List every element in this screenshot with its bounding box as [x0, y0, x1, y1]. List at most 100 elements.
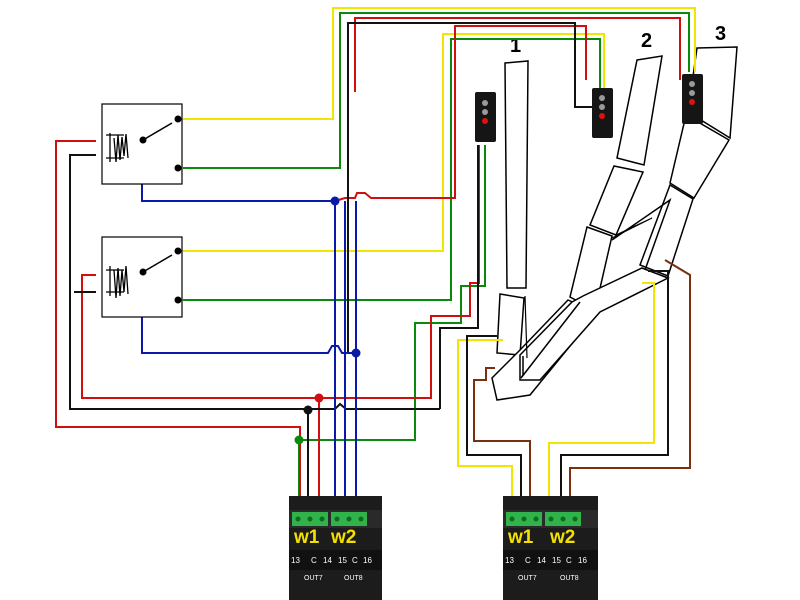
signal-1-body [475, 92, 496, 142]
decoder-1-pin-15: 15 [338, 556, 347, 565]
red-wire-signal3 [354, 17, 681, 92]
signal-track-2 [592, 88, 613, 138]
junction-dots [294, 196, 361, 445]
black-wire-segment [308, 402, 440, 410]
relay-2-contact-nc [174, 296, 182, 304]
decoder-2-screw-3 [533, 516, 539, 522]
decoder-2-w1-label: w1 [507, 527, 534, 548]
decoder-2-screw-4 [548, 516, 554, 522]
red-wire-relay-loop [81, 274, 319, 399]
decoder-2-screw-1 [509, 516, 515, 522]
relay-2-coil [106, 265, 129, 299]
decoder-1-screw-5 [346, 516, 352, 522]
signal-2-lamp-mid [599, 104, 605, 110]
decoder-1-out8-label: OUT8 [344, 575, 363, 582]
relay-2-switch-arm [142, 254, 173, 273]
signal-1-lamp-mid [482, 109, 488, 115]
track-3-piece-b [669, 113, 731, 200]
decoder-1-screw-4 [334, 516, 340, 522]
brown-wire-decoder-w1 [473, 367, 531, 510]
relay-2-box [101, 236, 183, 318]
turnout-point-lines-2 [611, 198, 672, 271]
track-label-3: 3 [715, 23, 726, 45]
signal-1-lamp-red [482, 118, 488, 124]
black-wire-relay1 [69, 154, 309, 510]
relay-2-pivot [139, 268, 147, 276]
wires [55, 7, 696, 510]
signal-2-body [592, 88, 613, 138]
decoder-1-pin-c2: C [352, 556, 358, 565]
track-label-2: 2 [641, 30, 652, 52]
signal-3-body [682, 74, 703, 124]
decoder-2-pin-row [503, 550, 598, 570]
decoder-1-screw-6 [358, 516, 364, 522]
relay-1-box [101, 103, 183, 185]
decoder-1-screw-3 [319, 516, 325, 522]
track-layout: 1 2 3 [491, 23, 738, 401]
signal-track-1 [475, 92, 496, 142]
decoder-2-screw-6 [572, 516, 578, 522]
green-junction-dot [294, 435, 304, 445]
black-wire-signal1 [439, 145, 479, 409]
signal-track-3 [682, 74, 703, 124]
decoder-2: w1 w2 13 C 14 15 C 16 OUT7 OUT8 [503, 496, 598, 600]
decoder-2-out7-label: OUT7 [518, 575, 537, 582]
decoder-1-pin-row [289, 550, 382, 570]
decoder-1: w1 w2 13 C 14 15 C 16 OUT7 OUT8 [289, 496, 382, 600]
red-wire-left-loop [55, 140, 301, 510]
decoder-1-w2-label: w2 [330, 527, 356, 548]
yellow-wire-decoder-w1 [457, 339, 513, 510]
relay-1-pivot [139, 136, 147, 144]
yellow-wire-relay2 [183, 33, 605, 252]
track-label-1: 1 [510, 35, 521, 57]
decoder-2-w2-label: w2 [549, 527, 575, 548]
brown-wire-decoder-w2 [569, 259, 691, 510]
decoder-2-pin-13: 13 [505, 556, 514, 565]
black-wire-decoder2-left [466, 335, 522, 510]
decoder-1-pin-13: 13 [291, 556, 300, 565]
decoder-1-w1-label: w1 [293, 527, 320, 548]
signal-2-lamp-top [599, 95, 605, 101]
decoder-1-out7-label: OUT7 [304, 575, 323, 582]
decoder-1-pin-16: 16 [363, 556, 372, 565]
decoder-1-pin-c1: C [311, 556, 317, 565]
black-wire-signal-top [347, 22, 597, 352]
red-wire-relay1-common [334, 25, 587, 202]
decoder-1-screw-2 [307, 516, 313, 522]
track-1-upper [504, 60, 529, 289]
blue-wire-relay1 [141, 140, 336, 510]
signal-3-lamp-top [689, 81, 695, 87]
decoder-2-pin-14: 14 [537, 556, 546, 565]
relay-1-switch-arm [142, 122, 173, 141]
blue-junction-dot-2 [351, 348, 361, 358]
turnout-point-lines [520, 301, 581, 379]
signal-3-lamp-mid [689, 90, 695, 96]
green-wire-relay1 [183, 12, 690, 169]
relay-1-contact-nc [174, 164, 182, 172]
relay-2 [101, 236, 183, 318]
turnout-inner-line [611, 217, 653, 239]
track-1-joint [524, 295, 528, 359]
relay-1-coil [106, 133, 129, 163]
red-junction-dot [314, 393, 324, 403]
green-wire-relay2 [183, 38, 601, 301]
signal-2-lamp-red [599, 113, 605, 119]
relay-1 [101, 103, 183, 185]
blue-wire-relay2 [141, 272, 356, 354]
yellow-wire-decoder-w2 [548, 282, 655, 510]
relay-2-contact-no [174, 247, 182, 255]
decoder-2-pin-16: 16 [578, 556, 587, 565]
signal-3-lamp-red [689, 99, 695, 105]
decoder-2-pin-15: 15 [552, 556, 561, 565]
track-1-lower [496, 293, 525, 356]
decoder-2-out8-label: OUT8 [560, 575, 579, 582]
relay-1-contact-no [174, 115, 182, 123]
signal-1-lamp-top [482, 100, 488, 106]
decoder-1-screw-1 [295, 516, 301, 522]
black-wire-decoder2-right [560, 270, 669, 510]
decoder-2-pin-c1: C [525, 556, 531, 565]
decoder-2-screw-5 [560, 516, 566, 522]
black-junction-dot [303, 405, 313, 415]
decoder-2-pin-c2: C [566, 556, 572, 565]
